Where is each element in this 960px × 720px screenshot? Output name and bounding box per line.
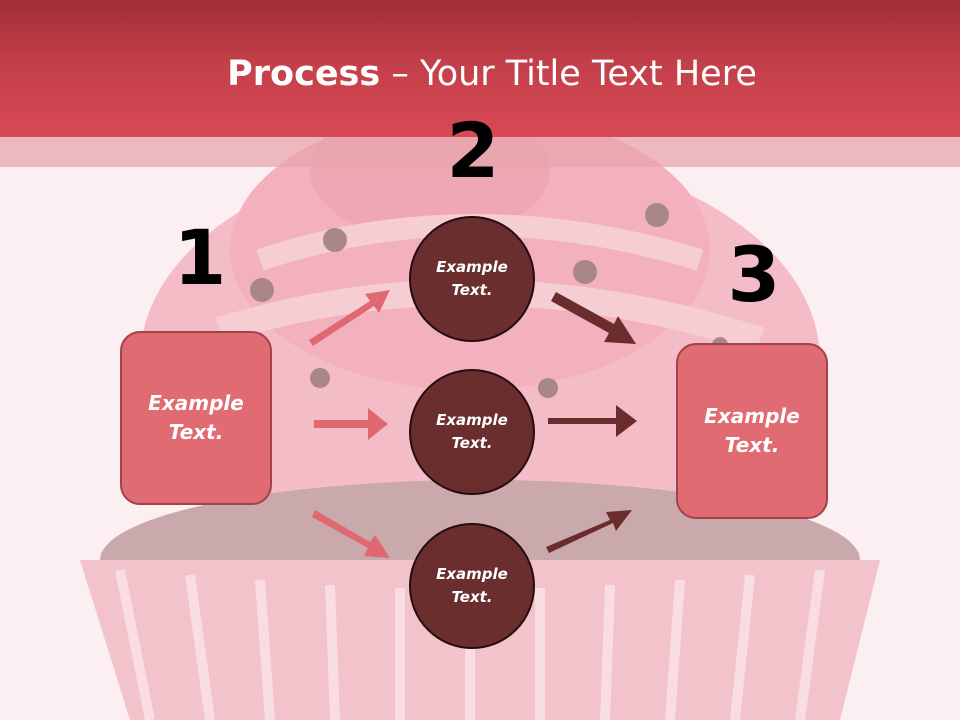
step-number-1: 1 (173, 213, 227, 302)
arrow-bottom-to-right (546, 510, 632, 553)
right-box-text: Example Text. (704, 404, 800, 457)
title-rest: – Your Title Text Here (380, 54, 757, 94)
circle-middle-text: Example Text. (436, 411, 508, 452)
process-circle-middle: Example Text. (409, 369, 535, 495)
step-number-3: 3 (727, 230, 781, 319)
arrow-middle-to-right (548, 405, 637, 437)
title-bar (0, 0, 960, 137)
arrow-top-to-right (551, 292, 636, 344)
left-process-box: Example Text. (120, 331, 272, 505)
left-box-text: Example Text. (148, 391, 244, 444)
right-process-box: Example Text. (676, 343, 828, 519)
process-circle-top: Example Text. (409, 216, 535, 342)
step-number-2: 2 (446, 106, 500, 195)
arrow-left-to-bottom (312, 510, 390, 558)
title-bold: Process (227, 54, 381, 94)
arrow-left-to-middle (314, 408, 388, 440)
process-circle-bottom: Example Text. (409, 523, 535, 649)
circle-top-text: Example Text. (436, 258, 508, 299)
title-bar-accent-strip (0, 137, 960, 167)
slide-title: Process – Your Title Text Here (0, 52, 960, 96)
circle-bottom-text: Example Text. (436, 565, 508, 606)
arrow-left-to-top (309, 290, 390, 346)
